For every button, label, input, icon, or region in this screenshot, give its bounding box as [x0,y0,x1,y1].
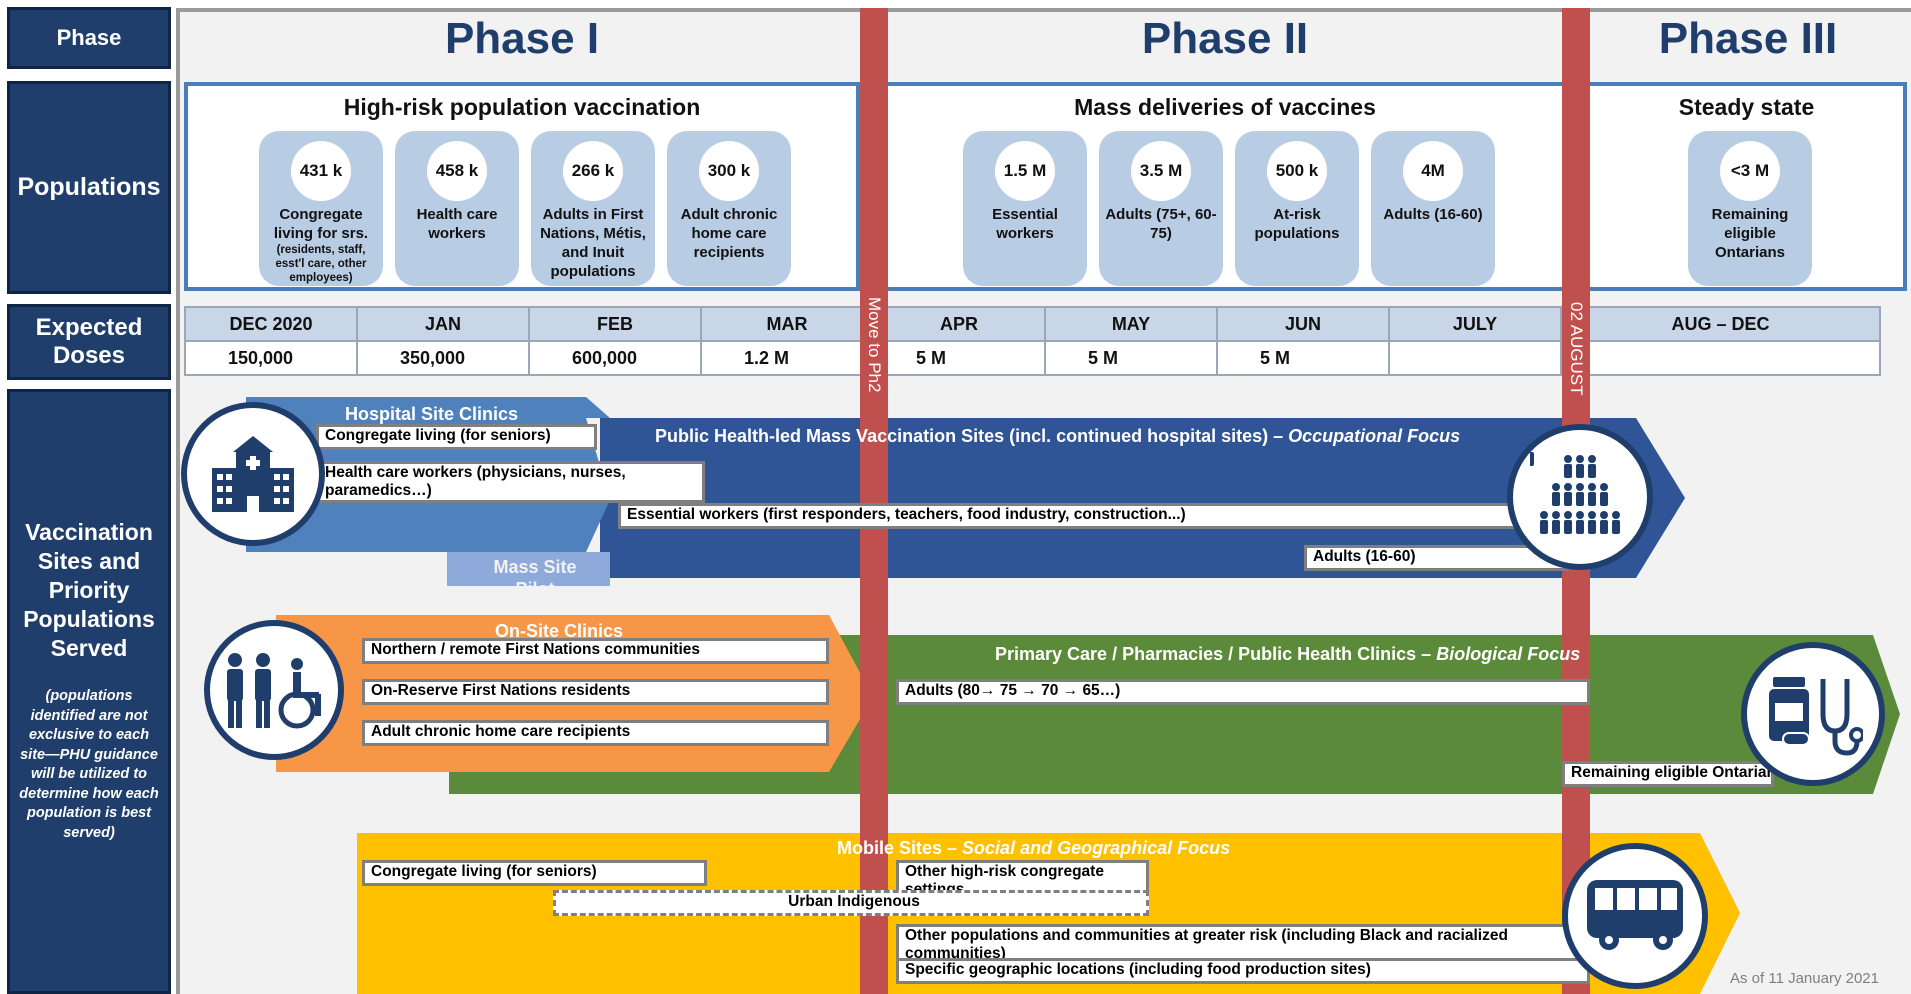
dose-value: 1.2 M [700,340,874,376]
site-item: Urban Indigenous [553,890,1149,916]
primary-care-title: Primary Care / Pharmacies / Public Healt… [995,644,1581,664]
dose-value: 600,000 [528,340,702,376]
site-item: Adult chronic home care recipients [362,720,829,746]
populations-label: Populations [7,81,171,294]
site-item: Health care workers (physicians, nurses,… [316,461,705,503]
people-accessibility-icon [204,620,344,760]
medication-stethoscope-icon [1741,642,1885,786]
month-header: APR [872,306,1046,342]
dose-value [1560,340,1881,376]
month-header: MAY [1044,306,1218,342]
month-header: FEB [528,306,702,342]
dose-value: 5 M [872,340,1046,376]
site-item: Other populations and communities at gre… [896,924,1590,961]
mobile-sites-title: Mobile Sites – Social and Geographical F… [837,838,1231,858]
move-to-phase-2-label: Move to Ph2 [865,297,884,393]
month-header: JULY [1388,306,1562,342]
month-header: DEC 2020 [184,306,358,342]
phase-1-title: Phase I [444,14,600,63]
phase-3-title: Phase III [1658,14,1838,63]
phase-2-population-heading: Mass deliveries of vaccines [1074,94,1376,120]
month-header: AUG – DEC [1560,306,1881,342]
dose-value: 5 M [1216,340,1390,376]
public-health-sites-title: Public Health-led Mass Vaccination Sites… [655,426,1461,446]
phase-1-population-heading: High-risk population vaccination [343,94,701,120]
dose-value: 350,000 [356,340,530,376]
mass-pilot-box [447,552,610,586]
site-item: Other high-risk congregate settings [896,860,1149,895]
dose-value: 150,000 [184,340,358,376]
phase-label: Phase [7,7,171,69]
site-item: Adults (80→ 75 → 70 → 65…) [896,679,1590,705]
vaccination-sites-label: Vaccination Sites and Priority Populatio… [7,389,171,994]
month-header: JAN [356,306,530,342]
august-label: 02 AUGUST [1567,302,1586,396]
hospital-sites-title: Hospital Site Clinics [345,404,519,424]
expected-doses-table: DEC 2020 JAN FEB MAR APR MAY JUN JULY AU… [184,306,1881,376]
site-item: Remaining eligible Ontarians [1562,761,1774,787]
dose-value: 5 M [1044,340,1218,376]
site-item: Northern / remote First Nations communit… [362,638,829,664]
expected-doses-label: Expected Doses [7,304,171,380]
month-header: JUN [1216,306,1390,342]
onsite-clinics-title: On-Site Clinics [495,621,624,641]
site-item: Adults (16-60) [1304,545,1568,571]
hospital-icon [181,402,325,546]
crowd-icon [1507,424,1653,570]
site-item: Essential workers (first responders, tea… [618,503,1628,529]
mass-site-pilot-label: Mass Site Pilot [493,557,577,599]
dose-value [1388,340,1562,376]
site-item: Congregate living (for seniors) [316,424,597,450]
site-item: On-Reserve First Nations residents [362,679,829,705]
move-to-phase-2-bar [860,8,888,994]
site-item: Specific geographic locations (including… [896,958,1590,984]
bus-icon [1562,843,1708,989]
site-item: Congregate living (for seniors) [362,860,707,886]
phase-3-population-heading: Steady state [1678,94,1815,120]
as-of-date: As of 11 January 2021 [1730,970,1879,987]
phase-2-title: Phase II [1141,14,1309,63]
month-header: MAR [700,306,874,342]
